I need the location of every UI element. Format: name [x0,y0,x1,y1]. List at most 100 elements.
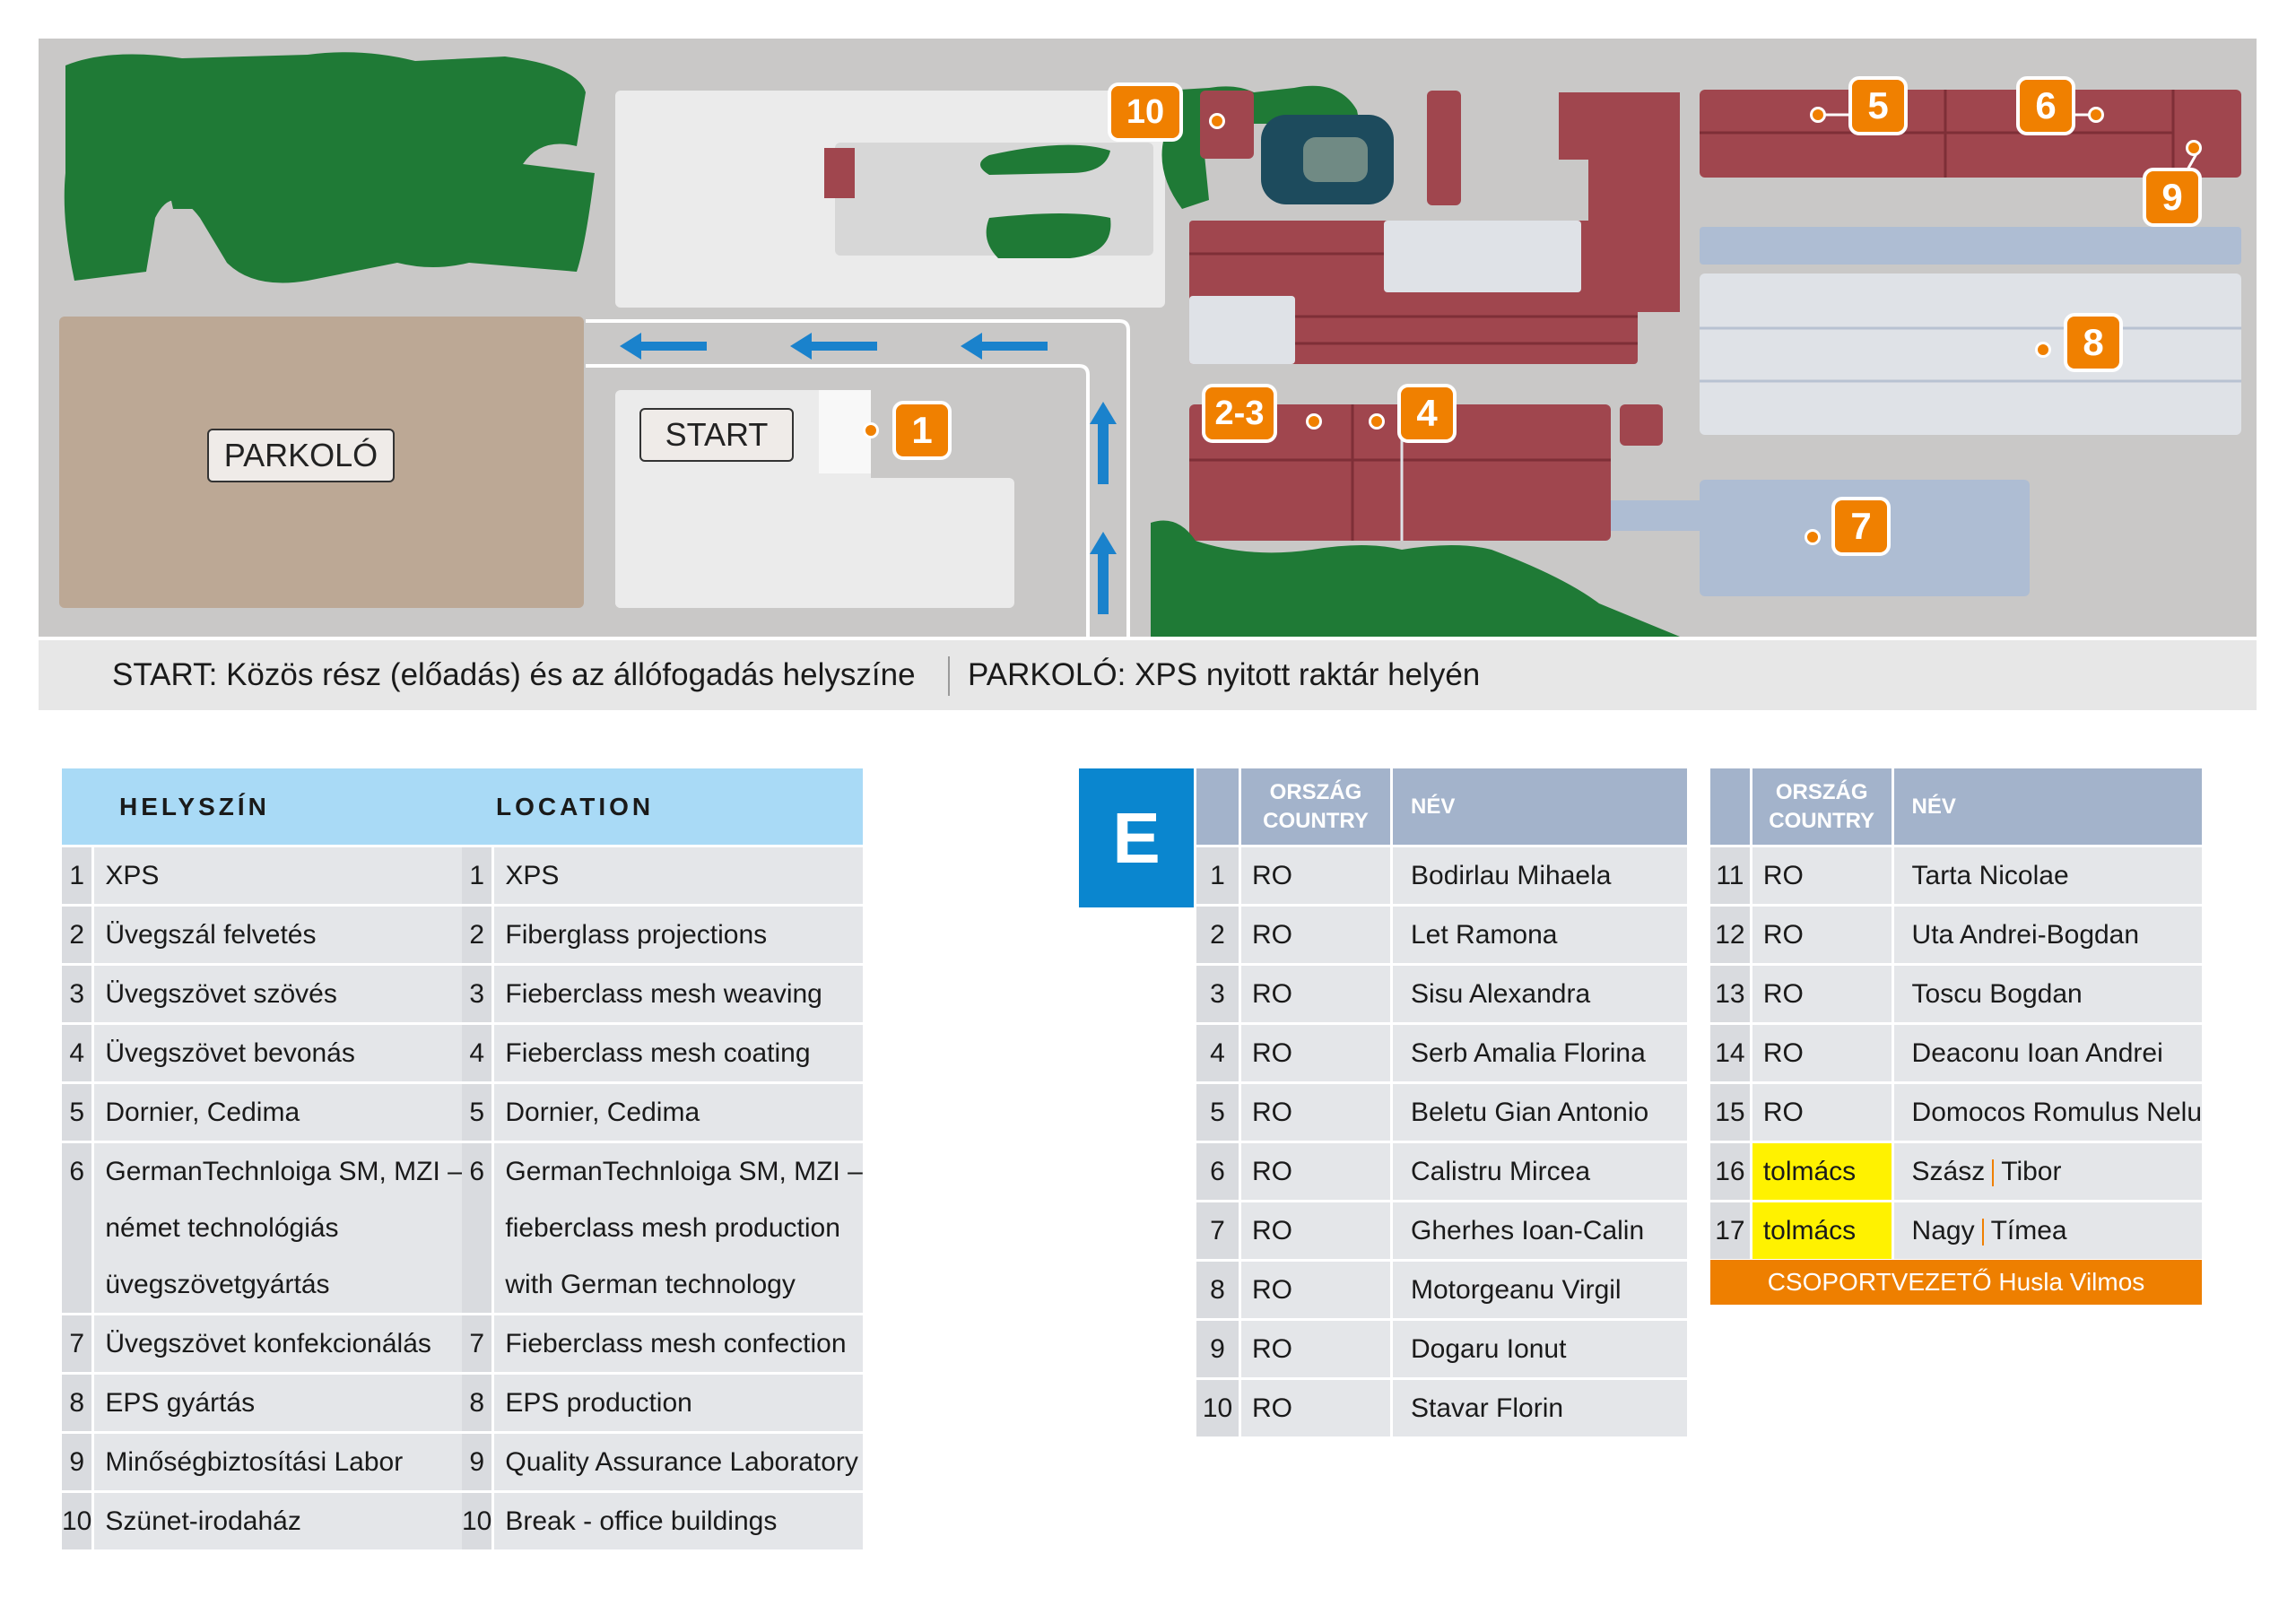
parking-label: PARKOLÓ [207,429,395,482]
name-separator [1992,1159,1995,1186]
table-row: német technológiás [62,1200,463,1256]
road [586,364,1090,637]
building [824,148,855,198]
marker-dot [2186,140,2202,156]
marker-dot [2088,107,2104,123]
direction-arrows [620,333,1117,614]
stadium-field [1303,137,1368,182]
map-legend: START: Közös rész (előadás) és az állófo… [39,637,2257,710]
building [1427,91,1461,205]
interpreter-badge: tolmács [1751,1201,1894,1262]
location-marker-10[interactable]: 10 [1108,82,1183,142]
col-name: NÉV [1391,768,1687,847]
site-map: PARKOLÓ START 1 2-3 4 5 6 7 8 9 10 [39,39,2257,637]
green-area [1151,520,1680,637]
table-header: HELYSZÍN [62,768,463,847]
site-map-drawing [59,52,2241,637]
road [586,319,1130,637]
legend-divider [948,656,950,696]
marker-dot [863,422,879,438]
interpreter-badge: tolmács [1751,1141,1894,1202]
table-row: fieberclass mesh production [462,1200,863,1256]
location-marker-9[interactable]: 9 [2143,168,2202,227]
location-marker-7[interactable]: 7 [1831,497,1891,556]
table-row: üvegszövetgyártás [62,1256,463,1315]
location-marker-1[interactable]: 1 [892,401,952,460]
start-note: START: Közös rész (előadás) és az állófo… [112,657,916,692]
name-part: Szász [1911,1156,1986,1186]
group-letter: E [1079,768,1194,907]
building [1189,404,1611,541]
green-area [980,144,1111,258]
marker-dot [2035,342,2051,358]
marker-dot [1805,529,1821,545]
location-marker-4[interactable]: 4 [1397,384,1457,443]
green-area [64,52,595,283]
building-light [1189,296,1295,364]
col-country-hu: ORSZÁG [1775,779,1868,804]
name-part: Nagy [1911,1215,1975,1245]
name-part: Tibor [2001,1156,2062,1186]
table-header-row: ORSZÁG COUNTRY NÉV [1196,768,1687,847]
building-light [1384,221,1581,292]
name-part: Tímea [1990,1215,2067,1245]
start-label[interactable]: START [639,408,794,462]
building [1620,404,1663,446]
parking-note: PARKOLÓ: XPS nyitott raktár helyén [968,657,1481,692]
col-country-hu: ORSZÁG [1269,779,1362,804]
group-leader-bar: CSOPORTVEZETŐ Husla Vilmos [1710,1260,2202,1305]
building [1200,91,1254,159]
marker-dot [1810,107,1826,123]
table-header: LOCATION [462,768,863,847]
location-marker-5[interactable]: 5 [1848,76,1908,135]
marker-dot [1369,413,1385,430]
col-country-en: COUNTRY [1769,808,1875,833]
table-row: with German technology [462,1256,863,1315]
building-highlight [819,390,871,473]
name-separator [1981,1218,1984,1245]
col-country-en: COUNTRY [1263,808,1369,833]
location-marker-8[interactable]: 8 [2064,313,2123,372]
location-marker-2-3[interactable]: 2-3 [1202,384,1277,443]
col-name: NÉV [1892,768,2202,847]
location-marker-6[interactable]: 6 [2016,76,2075,135]
